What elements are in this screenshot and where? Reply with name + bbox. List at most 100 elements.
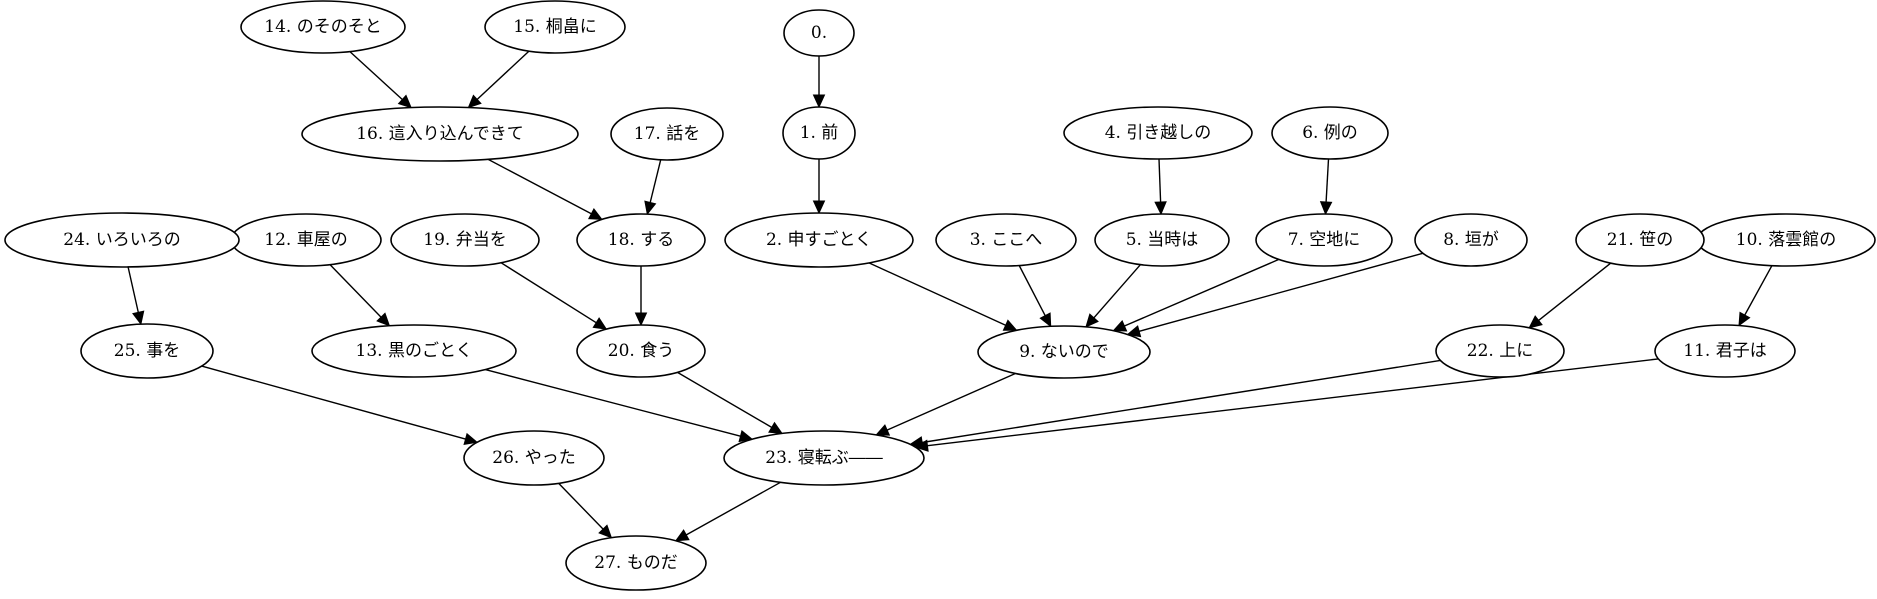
arrowhead-icon [1112, 319, 1128, 332]
node-ellipse [1654, 324, 1796, 378]
edge-n9-to-n23 [875, 372, 1016, 436]
node-ellipse [724, 212, 914, 268]
arrowhead-icon [132, 310, 145, 326]
node-label: 1. 前 [800, 123, 839, 143]
node-label: 15. 桐畠に [513, 17, 596, 37]
edge-n13-to-n23 [485, 368, 754, 443]
arrowhead-icon [376, 312, 391, 327]
node-label: 0. [811, 23, 827, 43]
node-label: 11. 君子は [1683, 341, 1766, 361]
edge-line [476, 50, 530, 100]
edge-line [1744, 265, 1773, 316]
edge-line [329, 264, 382, 318]
node-label: 16. 這入り込んできて [356, 124, 524, 144]
node-n7: 7. 空地に [1255, 213, 1393, 267]
node-n22: 22. 上に [1435, 324, 1565, 378]
node-ellipse [301, 106, 579, 162]
edge-line [1139, 252, 1423, 332]
node-ellipse [610, 107, 724, 161]
edge-n16-to-n18 [487, 158, 603, 220]
arrowhead-icon [592, 317, 608, 330]
edge-line [685, 481, 781, 536]
node-ellipse [783, 9, 855, 57]
node-label: 2. 申すごとく [766, 230, 872, 250]
edge-line [485, 368, 741, 437]
arrowhead-icon [1319, 201, 1333, 216]
node-ellipse [565, 535, 707, 591]
edge-line [927, 358, 1659, 447]
node-n2: 2. 申すごとく [724, 212, 914, 268]
arrowhead-icon [812, 94, 826, 109]
edge-n25-to-n26 [201, 365, 479, 446]
node-n8: 8. 垣が [1414, 213, 1528, 267]
node-ellipse [1575, 213, 1705, 267]
node-label: 10. 落雲館の [1736, 230, 1836, 250]
edge-n19-to-n20 [500, 262, 608, 330]
edge-n14-to-n16 [349, 51, 412, 109]
node-ellipse [576, 324, 706, 378]
edge-n15-to-n16 [467, 50, 530, 109]
node-n19: 19. 弁当を [390, 213, 540, 267]
edge-line [868, 262, 1006, 326]
node-label: 12. 車屋の [264, 230, 347, 250]
node-n17: 17. 話を [610, 107, 724, 161]
arrowhead-icon [598, 524, 613, 539]
node-n25: 25. 事を [80, 323, 214, 379]
edge-line [487, 158, 592, 215]
edge-n22-to-n23 [909, 359, 1441, 449]
edge-n26-to-n27 [558, 482, 613, 539]
edge-n24-to-n25 [127, 266, 145, 326]
arrowhead-icon [397, 94, 412, 109]
node-ellipse [1094, 213, 1230, 267]
node-label: 24. いろいろの [63, 230, 180, 250]
node-label: 22. 上に [1467, 341, 1533, 361]
node-label: 19. 弁当を [423, 230, 506, 250]
node-n4: 4. 引き越しの [1063, 106, 1253, 160]
node-label: 26. やった [492, 448, 575, 468]
edge-n12-to-n13 [329, 264, 391, 327]
arrowhead-icon [1126, 325, 1142, 338]
node-n21: 21. 笹の [1575, 213, 1705, 267]
edge-line [677, 371, 773, 429]
edge-line [201, 365, 466, 440]
node-n12: 12. 車屋の [230, 213, 382, 267]
edge-n6-to-n7 [1319, 158, 1333, 216]
node-n20: 20. 食う [576, 324, 706, 378]
arrowhead-icon [768, 421, 784, 435]
arrowhead-icon [1002, 319, 1018, 331]
node-label: 27. ものだ [594, 553, 677, 573]
arrowhead-icon [1738, 311, 1751, 327]
node-ellipse [311, 324, 517, 378]
edge-line [558, 482, 604, 530]
node-ellipse [463, 430, 605, 486]
node-n6: 6. 例の [1271, 106, 1389, 160]
node-n13: 13. 黒のごとく [311, 324, 517, 378]
edge-n8-to-n9 [1126, 252, 1423, 338]
node-n26: 26. やった [463, 430, 605, 486]
arrowhead-icon [875, 424, 891, 436]
edge-n0-to-n1 [812, 56, 826, 109]
edge-line [1538, 262, 1612, 321]
node-label: 4. 引き越しの [1105, 123, 1212, 143]
edge-line [500, 262, 597, 324]
edge-n4-to-n5 [1154, 158, 1167, 216]
edge-n17-to-n18 [644, 159, 662, 216]
node-label: 3. ここへ [970, 230, 1043, 250]
edge-line [127, 266, 139, 313]
node-label: 7. 空地に [1288, 230, 1361, 250]
node-label: 25. 事を [114, 341, 180, 361]
node-label: 6. 例の [1302, 123, 1358, 143]
node-n27: 27. ものだ [565, 535, 707, 591]
arrowhead-icon [1528, 315, 1543, 329]
arrowhead-icon [1154, 201, 1167, 216]
node-label: 18. する [608, 230, 674, 250]
arrowhead-icon [587, 207, 603, 220]
node-label: 8. 垣が [1443, 230, 1499, 250]
node-ellipse [1255, 213, 1393, 267]
arrowhead-icon [812, 200, 826, 215]
node-ellipse [977, 325, 1151, 379]
node-ellipse [782, 106, 856, 160]
arrowhead-icon [738, 430, 754, 443]
edge-line [1158, 158, 1162, 203]
